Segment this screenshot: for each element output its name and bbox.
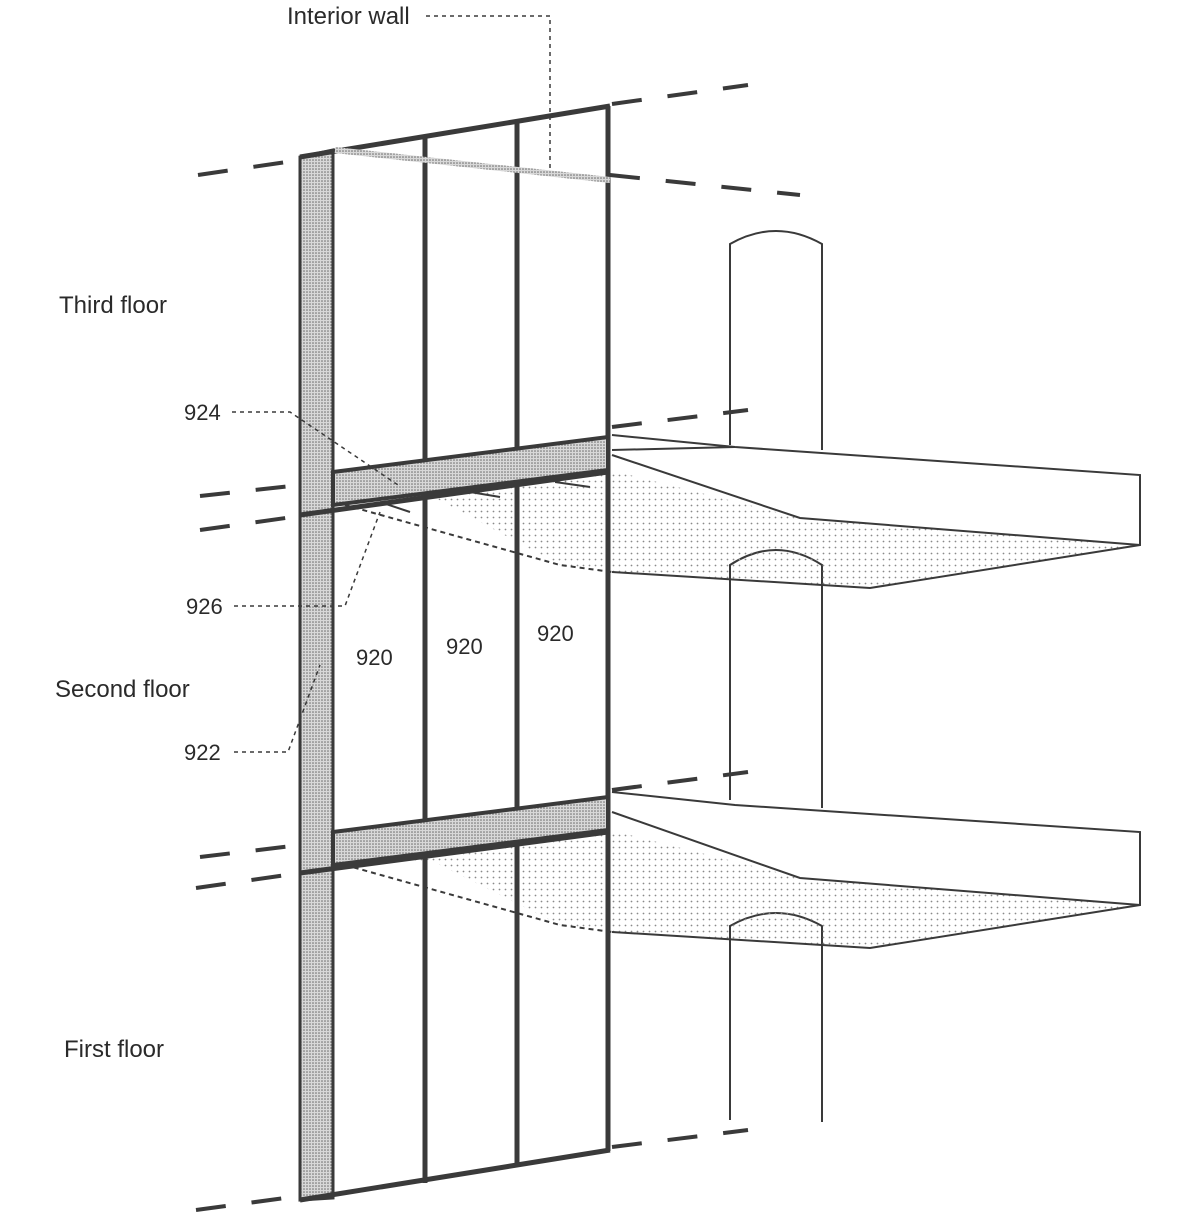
- support-columns: [730, 231, 822, 1122]
- first-floor-label: First floor: [64, 1036, 164, 1063]
- panel-label: 920: [356, 645, 393, 670]
- leader-lines: [232, 16, 550, 752]
- dashed-outline-lines: [196, 85, 800, 1210]
- interior-wall-label: Interior wall: [287, 3, 410, 30]
- ref-926: 926: [186, 594, 223, 619]
- panel-label: 920: [446, 634, 483, 659]
- ref-924: 924: [184, 400, 221, 425]
- second-floor-label: Second floor: [55, 676, 190, 703]
- panel-label: 920: [537, 621, 574, 646]
- interior-wall-line: [335, 150, 610, 180]
- third-floor-label: Third floor: [59, 292, 167, 319]
- ref-922: 922: [184, 740, 221, 765]
